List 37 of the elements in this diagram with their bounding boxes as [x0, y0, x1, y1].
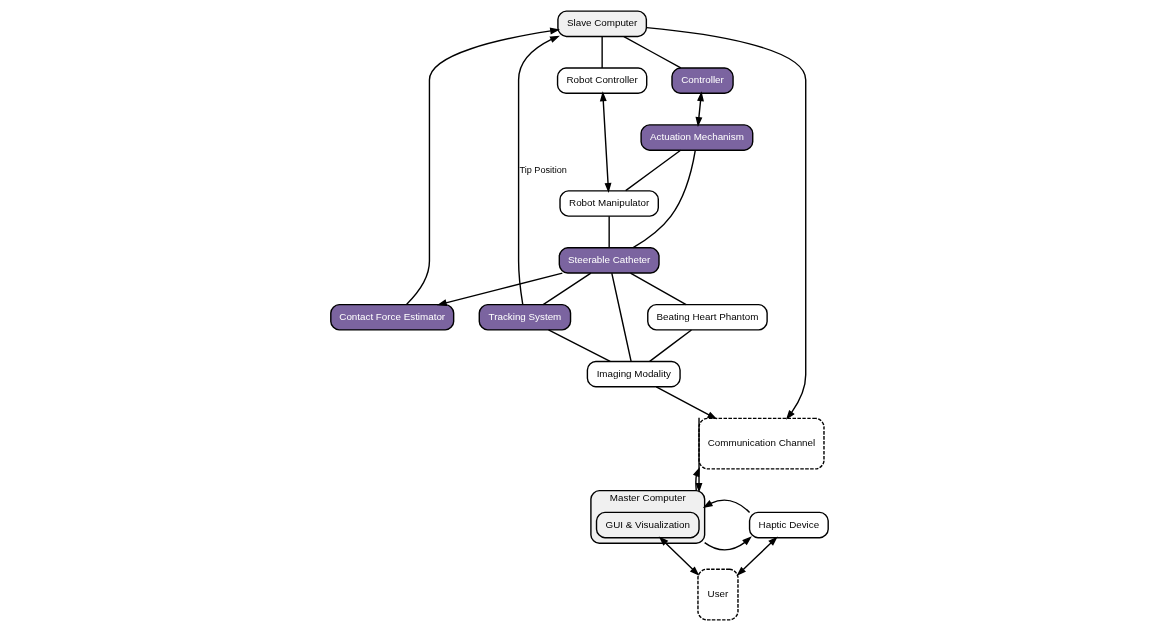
arrow [517, 35, 560, 306]
connector [610, 272, 632, 362]
edge-label: Tip Position [519, 164, 567, 175]
connector [624, 149, 681, 192]
connector [547, 329, 611, 363]
arrow [702, 499, 750, 514]
arrow [658, 536, 699, 576]
node-box: Robot Manipulator [558, 190, 659, 217]
node-box: Slave Computer [556, 10, 647, 38]
node-box: Imaging Modality [586, 360, 681, 388]
connector [629, 272, 687, 306]
connector [648, 329, 692, 363]
arrow [655, 386, 717, 420]
node-box: Contact Force Estimator [329, 303, 454, 331]
arrow [692, 466, 700, 492]
connector [622, 35, 681, 69]
node-box: Communication Channel [697, 417, 825, 470]
node-box: Beating Heart Phantom [646, 303, 768, 331]
node-box: Haptic Device [748, 511, 829, 539]
node-box: Actuation Mechanism [639, 124, 753, 151]
arrow [436, 272, 563, 307]
node-box: Tracking System [478, 303, 571, 331]
node-box: Controller [670, 67, 734, 94]
arrow [695, 416, 702, 493]
node-box: User [696, 568, 739, 621]
connector [607, 215, 610, 249]
connector [631, 149, 696, 249]
arrow [405, 27, 560, 306]
node-box: Robot Controller [556, 67, 647, 94]
connector [600, 35, 603, 69]
node-box: Steerable Catheter [558, 247, 660, 274]
arrow [694, 91, 704, 127]
arrow [736, 536, 778, 577]
arrow [599, 91, 611, 193]
connector [541, 272, 592, 306]
arrow [703, 536, 752, 551]
node-box: GUI & Visualization [595, 511, 700, 539]
